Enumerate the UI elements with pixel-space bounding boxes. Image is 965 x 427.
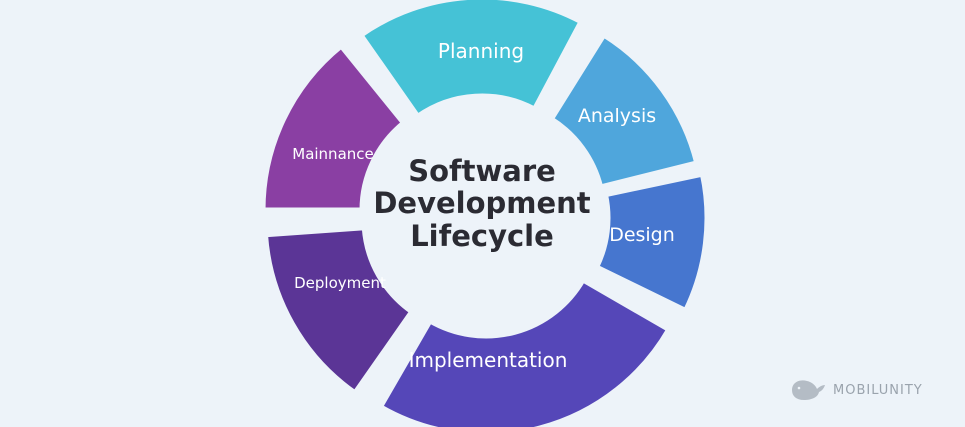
center-title-line-3: Lifecycle [410, 219, 554, 253]
segment-implementation [378, 277, 672, 427]
segment-planning [358, 0, 584, 119]
whale-icon [792, 380, 825, 400]
center-hub [370, 102, 594, 326]
segment-deployment [263, 225, 415, 396]
segment-label-maintenance: Mainnance [292, 145, 374, 163]
center-title-line-2: Development [373, 186, 590, 220]
brand-name: MOBILUNITY [833, 383, 923, 398]
segment-label-analysis: Analysis [578, 105, 656, 127]
segment-maintenance [260, 43, 407, 213]
brand-logo: MOBILUNITY [792, 380, 923, 400]
cycle-segments [260, 0, 710, 427]
center-title-line-1: Software [408, 154, 556, 188]
segment-design [594, 171, 710, 313]
segment-analysis [548, 32, 700, 190]
segment-label-deployment: Deployment [294, 274, 386, 292]
segment-label-design: Design [609, 224, 675, 246]
segment-label-planning: Planning [438, 39, 524, 63]
segment-label-implementation: Implementation [409, 348, 568, 372]
